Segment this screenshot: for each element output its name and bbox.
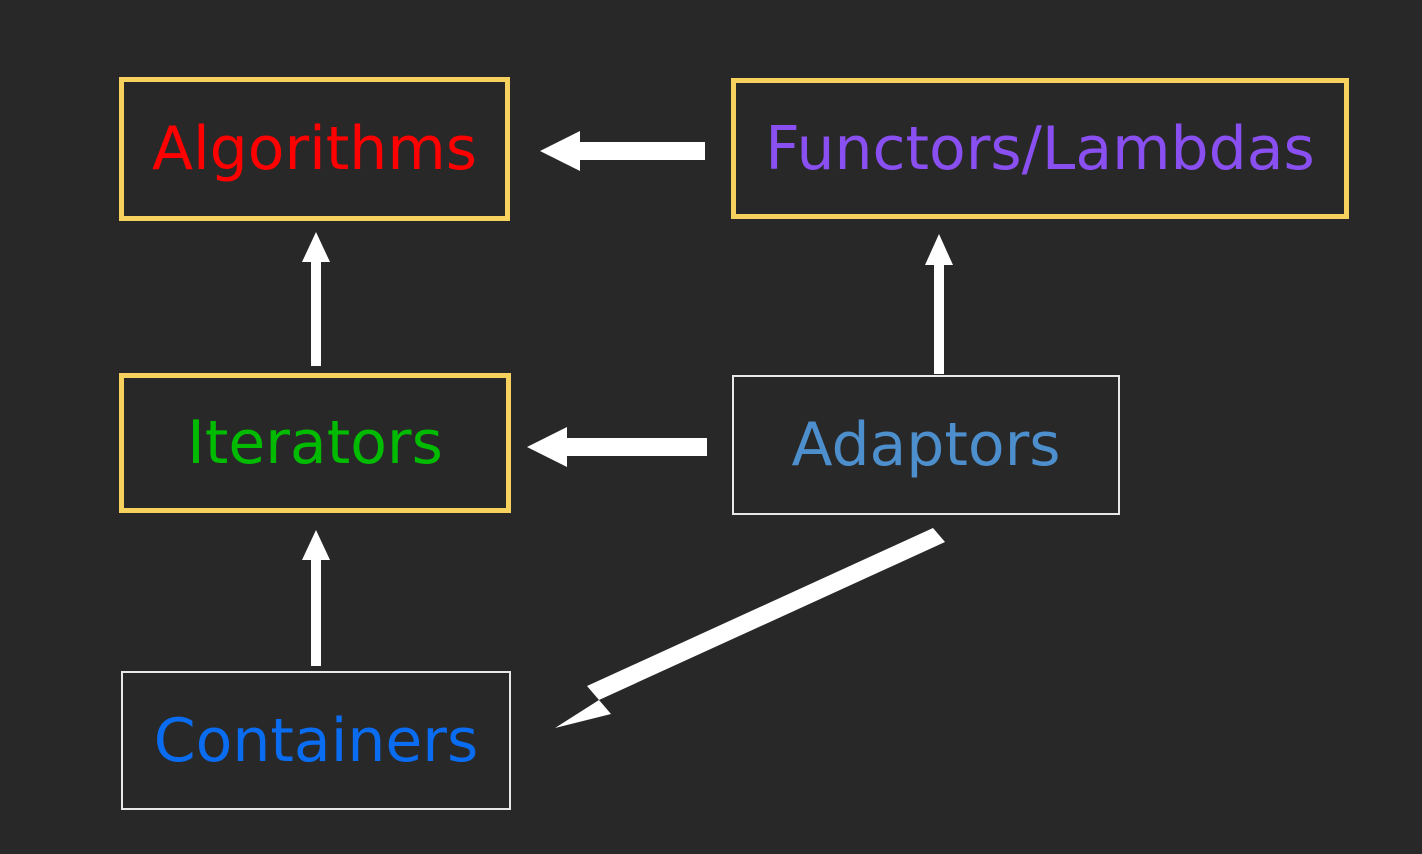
node-containers[interactable]: Containers [121, 671, 511, 810]
arrow-up-icon-iterators-to-algorithms [297, 232, 335, 366]
node-functors-label: Functors/Lambdas [765, 113, 1315, 184]
arrow-up-icon-containers-to-iterators [297, 530, 335, 666]
arrow-diagonal-down-left-icon-adaptors-to-containers [555, 528, 945, 728]
arrow-left-icon-adaptors-to-iterators [527, 424, 707, 470]
node-algorithms-label: Algorithms [151, 114, 478, 184]
node-algorithms[interactable]: Algorithms [119, 77, 510, 221]
node-iterators[interactable]: Iterators [119, 373, 511, 513]
node-iterators-label: Iterators [187, 408, 443, 478]
arrow-left-icon-functors-to-algorithms [540, 128, 705, 174]
node-adaptors[interactable]: Adaptors [732, 375, 1120, 515]
node-adaptors-label: Adaptors [791, 410, 1061, 480]
node-functors[interactable]: Functors/Lambdas [731, 78, 1349, 219]
arrow-up-icon-adaptors-to-functors [920, 234, 958, 374]
node-containers-label: Containers [153, 705, 479, 776]
